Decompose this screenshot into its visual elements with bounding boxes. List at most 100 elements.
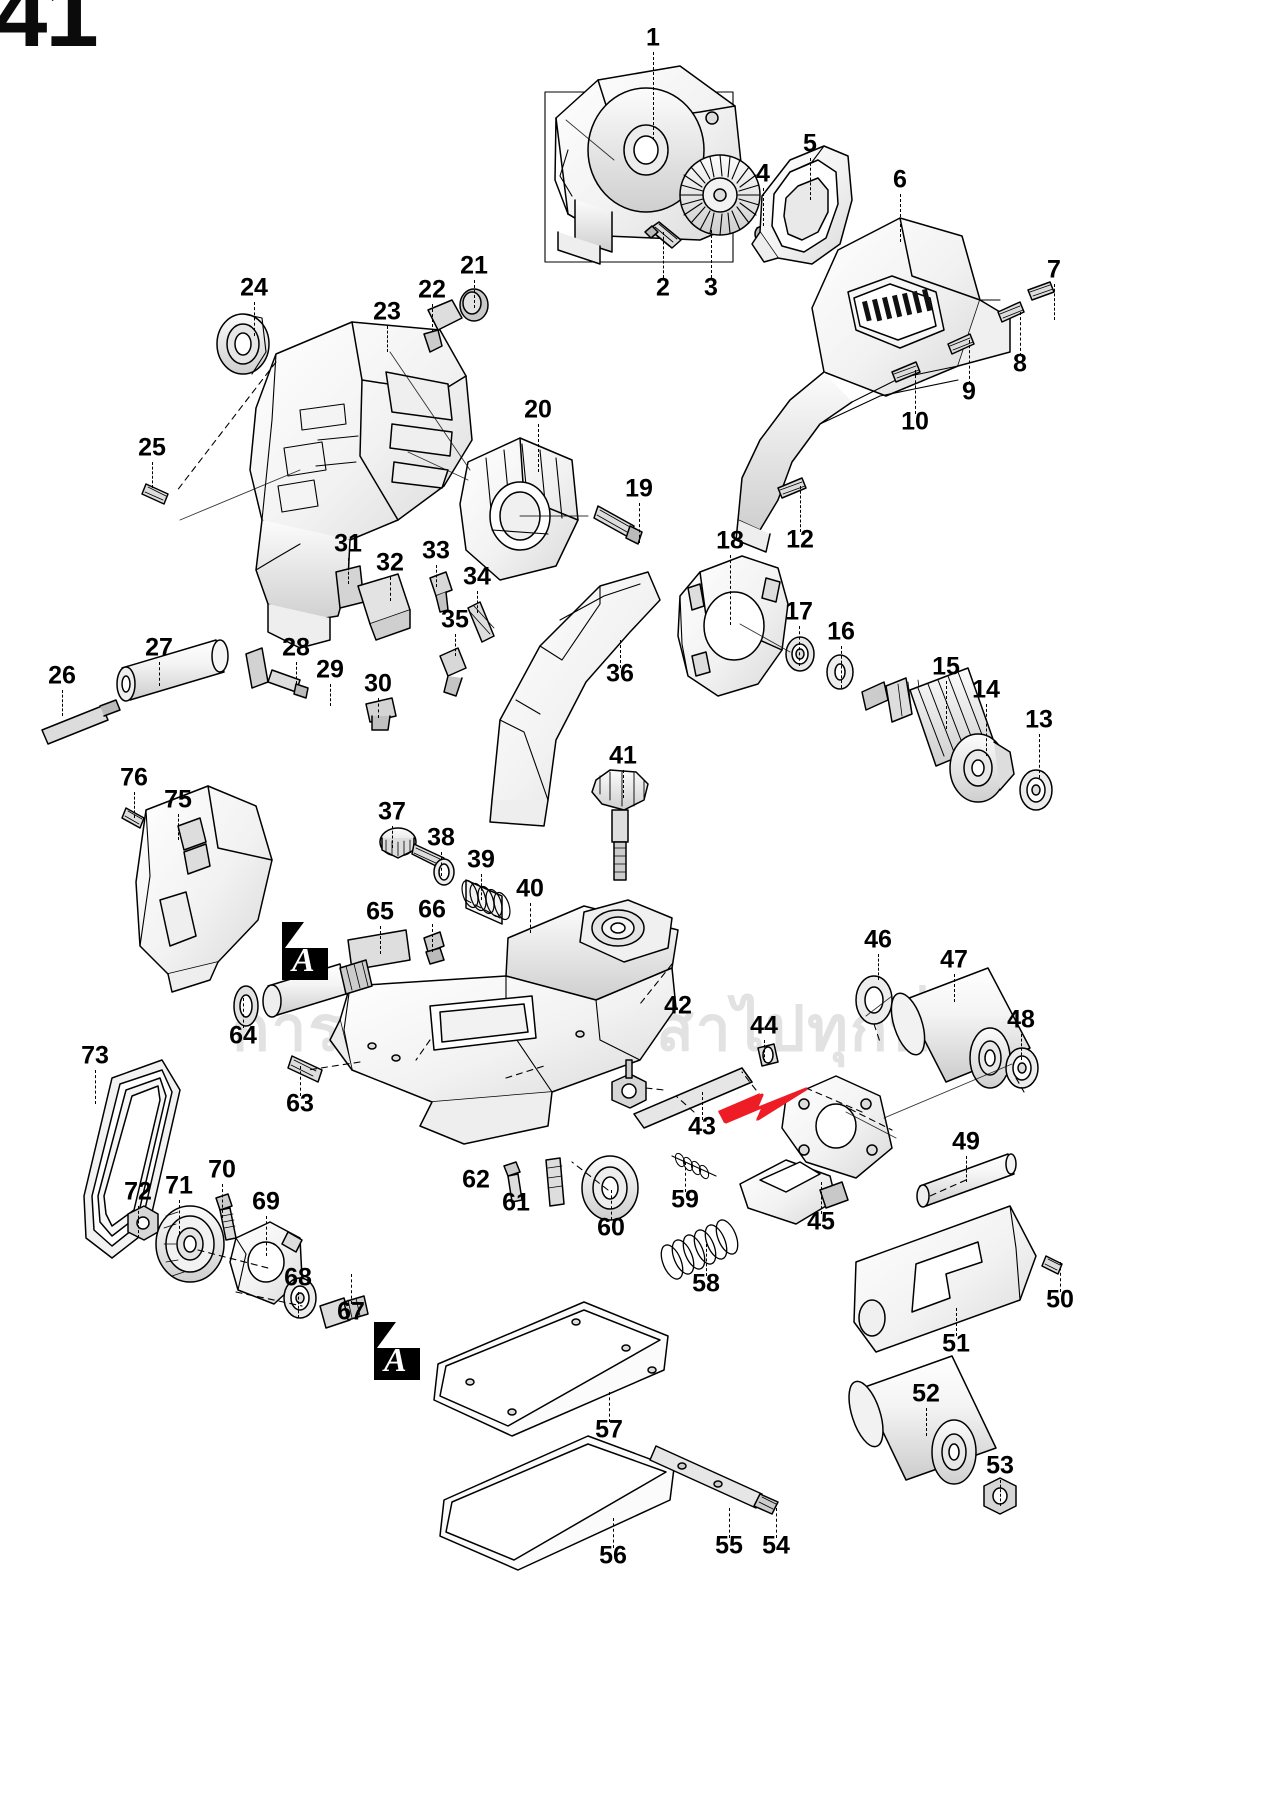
- callout-46: 46: [864, 925, 892, 954]
- callout-64: 64: [229, 1021, 257, 1050]
- callout-15: 15: [932, 652, 960, 681]
- page-number: 41: [0, 0, 99, 67]
- callout-39: 39: [467, 845, 495, 874]
- leader-line-40: [529, 903, 531, 933]
- callout-29: 29: [316, 655, 344, 684]
- leader-line-68: [297, 1292, 299, 1318]
- callout-76: 76: [120, 763, 148, 792]
- callout-68: 68: [284, 1263, 312, 1292]
- leader-line-38: [440, 852, 442, 876]
- leader-line-19: [638, 503, 640, 543]
- callout-36: 36: [606, 659, 634, 688]
- leader-line-44: [763, 1040, 765, 1062]
- callout-45: 45: [807, 1207, 835, 1236]
- leader-line-21: [473, 280, 475, 308]
- leader-line-75: [177, 814, 179, 840]
- callout-31: 31: [334, 529, 362, 558]
- leader-line-76: [133, 792, 135, 818]
- callout-49: 49: [952, 1127, 980, 1156]
- leader-line-53: [999, 1480, 1001, 1506]
- flag-square: [374, 1348, 420, 1380]
- leader-line-7: [1053, 284, 1055, 320]
- callout-43: 43: [688, 1112, 716, 1141]
- leader-line-65: [379, 926, 381, 954]
- leader-line-5: [809, 158, 811, 200]
- callout-33: 33: [422, 536, 450, 565]
- callout-20: 20: [524, 395, 552, 424]
- callout-56: 56: [599, 1541, 627, 1570]
- callout-60: 60: [597, 1213, 625, 1242]
- callout-16: 16: [827, 617, 855, 646]
- leader-line-25: [151, 462, 153, 488]
- callout-5: 5: [803, 129, 817, 158]
- leader-line-18: [729, 555, 731, 625]
- leader-line-59: [684, 1162, 686, 1192]
- leader-line-15: [945, 681, 947, 729]
- callout-70: 70: [208, 1155, 236, 1184]
- leader-line-6: [899, 194, 901, 242]
- leader-line-32: [389, 577, 391, 601]
- leader-line-37: [391, 826, 393, 848]
- leader-line-47: [953, 974, 955, 1002]
- leader-line-66: [431, 924, 433, 952]
- callout-18: 18: [716, 526, 744, 555]
- callout-35: 35: [441, 605, 469, 634]
- leader-line-39: [480, 874, 482, 900]
- leader-line-67: [350, 1274, 352, 1304]
- flag-letter-a: A: [292, 942, 315, 979]
- leader-line-1: [652, 52, 654, 140]
- leader-line-58: [705, 1244, 707, 1276]
- callout-44: 44: [750, 1011, 778, 1040]
- leader-line-69: [265, 1216, 267, 1256]
- leader-line-35: [454, 634, 456, 656]
- leader-line-43: [701, 1092, 703, 1120]
- leader-line-73: [94, 1070, 96, 1104]
- leader-line-64: [242, 998, 244, 1028]
- callout-58: 58: [692, 1269, 720, 1298]
- callout-47: 47: [940, 945, 968, 974]
- callout-67: 67: [337, 1297, 365, 1326]
- callout-37: 37: [378, 797, 406, 826]
- callout-25: 25: [138, 433, 166, 462]
- leader-line-30: [377, 698, 379, 718]
- leader-line-31: [347, 558, 349, 584]
- leader-line-57: [608, 1392, 610, 1422]
- reference-flag-a-bottom: A: [374, 1322, 420, 1380]
- leader-line-48: [1020, 1034, 1022, 1060]
- leader-line-9: [968, 340, 970, 384]
- callout-3: 3: [704, 273, 718, 302]
- flag-square: [282, 948, 328, 980]
- flag-triangle: [374, 1322, 396, 1352]
- leader-line-55: [728, 1508, 730, 1538]
- flag-letter-a: A: [384, 1342, 407, 1379]
- callout-40: 40: [516, 874, 544, 903]
- leader-line-4: [762, 188, 764, 226]
- leader-line-16: [840, 646, 842, 688]
- leader-line-46: [877, 954, 879, 980]
- leader-line-49: [965, 1156, 967, 1182]
- leader-line-70: [221, 1184, 223, 1218]
- callout-57: 57: [595, 1415, 623, 1444]
- callout-52: 52: [912, 1379, 940, 1408]
- callout-4: 4: [756, 159, 770, 188]
- callout-62: 62: [462, 1165, 490, 1194]
- callout-63: 63: [286, 1089, 314, 1118]
- callout-42: 42: [664, 991, 692, 1020]
- callout-75: 75: [164, 785, 192, 814]
- callout-28: 28: [282, 633, 310, 662]
- leader-line-12: [799, 486, 801, 532]
- callout-12: 12: [786, 525, 814, 554]
- leader-line-8: [1019, 312, 1021, 356]
- leader-line-2: [662, 232, 664, 278]
- leader-line-54: [775, 1508, 777, 1538]
- leader-line-14: [985, 704, 987, 756]
- leader-line-60: [610, 1190, 612, 1220]
- leader-line-20: [537, 424, 539, 472]
- leader-line-52: [925, 1408, 927, 1436]
- callout-32: 32: [376, 548, 404, 577]
- leader-line-34: [476, 591, 478, 613]
- callout-26: 26: [48, 661, 76, 690]
- leader-line-28: [295, 662, 297, 684]
- callout-13: 13: [1025, 705, 1053, 734]
